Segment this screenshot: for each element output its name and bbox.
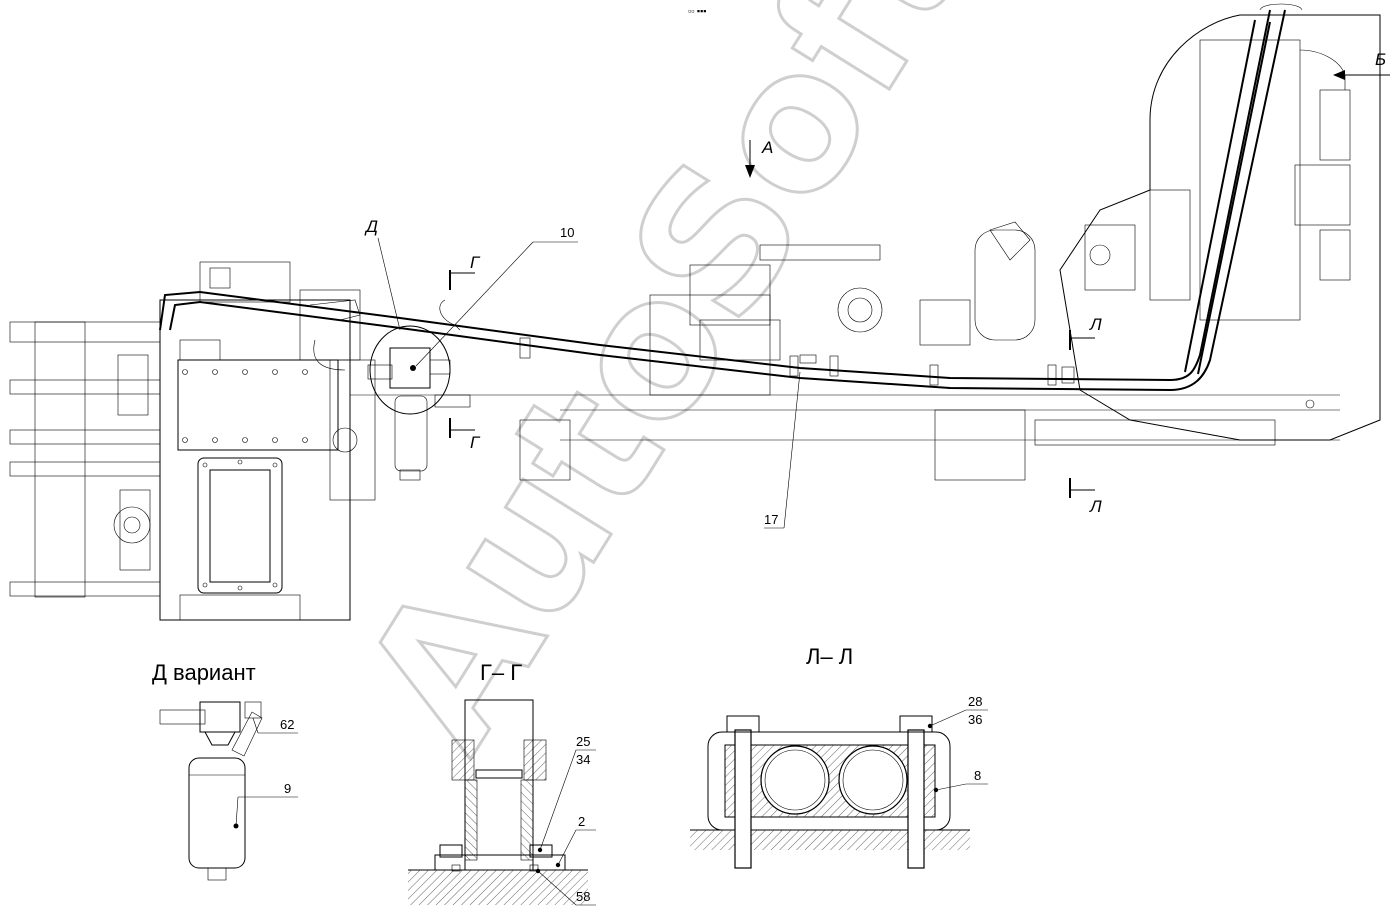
callout-9: 9 (284, 781, 291, 796)
detail-d-label: Д (364, 217, 378, 236)
frame-center (350, 264, 1340, 481)
view-a-label: А (761, 138, 773, 157)
section-l-l: Л– Л 28 36 8 (690, 644, 988, 869)
callout-10: 10 (560, 225, 574, 240)
detail-d-variant: Д вариант 62 9 (152, 660, 298, 881)
callout-58: 58 (576, 889, 590, 904)
section-g-top-label: Г (470, 253, 481, 272)
section-title-g-g: Г– Г (480, 660, 522, 685)
filter-assembly (367, 299, 471, 481)
view-b-label: Б (1375, 50, 1386, 69)
callout-8: 8 (974, 768, 981, 783)
callout-36: 36 (968, 712, 982, 727)
watermark-text: AutoSoft (321, 0, 1009, 784)
callout-17: 17 (764, 512, 778, 527)
header-mark: ▫▫ ▪▪▪ (688, 6, 706, 16)
main-callouts: 10 17 (415, 225, 801, 529)
watermark: AutoSoft (319, 0, 1010, 785)
section-title-l-l: Л– Л (806, 644, 853, 669)
callout-25: 25 (576, 734, 590, 749)
main-assembly-view: А Б Г Г Л Л Д (9, 3, 1390, 621)
section-markers: А Б Г Г Л Л Д (364, 50, 1390, 516)
callout-62: 62 (280, 717, 294, 732)
middle-components (699, 221, 1036, 361)
section-g-bottom-label: Г (470, 433, 481, 452)
frame-left (9, 321, 161, 598)
section-title-d-variant: Д вариант (152, 660, 256, 685)
section-g-g: Г– Г 25 34 2 58 (408, 660, 596, 906)
gearbox-bolts (182, 369, 308, 591)
engine-block (1059, 14, 1381, 441)
pipeline (159, 3, 1303, 392)
section-l-top-label: Л (1089, 315, 1102, 334)
section-l-bottom-label: Л (1089, 497, 1102, 516)
callout-34: 34 (576, 752, 590, 767)
callout-2: 2 (578, 814, 585, 829)
gearbox-housing (113, 261, 376, 621)
callout-28: 28 (968, 694, 982, 709)
